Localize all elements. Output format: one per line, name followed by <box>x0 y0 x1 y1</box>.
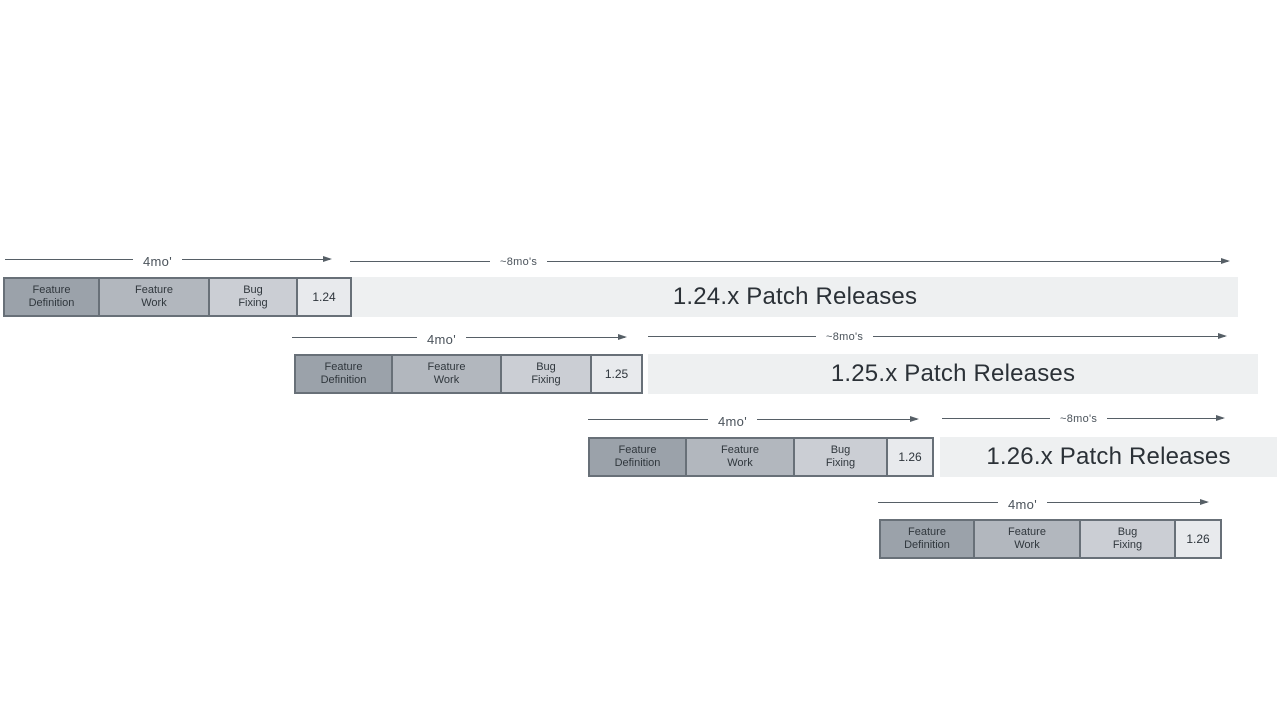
patch-releases-band-label: 1.26.x Patch Releases <box>986 443 1231 470</box>
bug-fixing-box: Bug Fixing <box>500 354 592 394</box>
version-box: 1.26 <box>886 437 934 477</box>
cycle-4mo-arrow: 4mo' <box>878 496 1210 516</box>
bug-fixing-label: Bug Fixing <box>825 444 856 469</box>
feature-work-label: Feature Work <box>427 361 466 386</box>
arrow-head <box>465 333 628 340</box>
patch-releases-band-label: 1.25.x Patch Releases <box>830 360 1076 387</box>
release-cycle-1.25: Feature Definition Feature Work Bug Fixi… <box>294 354 643 394</box>
arrow-line <box>942 418 1050 419</box>
cycle-4mo-arrow-label: 4mo' <box>1008 497 1037 512</box>
patch-8mo-arrow: ~8mo's <box>648 330 1227 350</box>
arrow-head <box>756 415 920 422</box>
arrow-head <box>1046 498 1210 505</box>
arrow-head <box>547 257 1230 264</box>
bug-fixing-label: Bug Fixing <box>238 284 268 309</box>
patch-releases-band-label: 1.24.x Patch Releases <box>672 283 918 310</box>
release-cycle-next: Feature Definition Feature Work Bug Fixi… <box>879 519 1222 559</box>
feature-work-box: Feature Work <box>973 519 1081 559</box>
feature-definition-label: Feature Definition <box>320 361 367 386</box>
version-box: 1.25 <box>590 354 643 394</box>
version-label: 1.25 <box>604 367 629 381</box>
arrow-line <box>588 419 708 420</box>
arrow-line <box>648 336 816 337</box>
feature-definition-box: Feature Definition <box>294 354 393 394</box>
bug-fixing-label: Bug Fixing <box>531 361 561 386</box>
feature-definition-label: Feature Definition <box>614 444 661 469</box>
arrow-head <box>873 332 1227 339</box>
arrow-head <box>181 255 333 262</box>
cycle-4mo-arrow-label: 4mo' <box>143 254 172 269</box>
version-box: 1.24 <box>296 277 352 317</box>
arrow-head <box>1107 414 1225 421</box>
feature-work-label: Feature Work <box>721 444 759 469</box>
feature-work-label: Feature Work <box>135 284 173 309</box>
feature-work-box: Feature Work <box>98 277 210 317</box>
patch-8mo-arrow-label: ~8mo's <box>826 331 864 343</box>
cycle-4mo-arrow: 4mo' <box>588 413 920 433</box>
arrow-line <box>292 337 417 338</box>
release-cycle-1.24: Feature Definition Feature Work Bug Fixi… <box>3 277 352 317</box>
feature-definition-box: Feature Definition <box>588 437 687 477</box>
arrow-line <box>5 259 133 260</box>
patch-8mo-arrow: ~8mo's <box>350 255 1230 275</box>
patch-8mo-arrow-label: ~8mo's <box>1060 413 1098 425</box>
feature-work-label: Feature Work <box>1008 526 1046 551</box>
arrow-line <box>350 261 490 262</box>
patch-releases-band-1.24: 1.24.x Patch Releases <box>352 277 1238 317</box>
cycle-4mo-arrow-label: 4mo' <box>718 414 747 429</box>
version-label: 1.26 <box>898 450 922 464</box>
feature-work-box: Feature Work <box>391 354 502 394</box>
feature-definition-label: Feature Definition <box>28 284 75 309</box>
feature-definition-box: Feature Definition <box>3 277 100 317</box>
patch-releases-band-1.25: 1.25.x Patch Releases <box>648 354 1258 394</box>
patch-8mo-arrow: ~8mo's <box>942 412 1225 432</box>
bug-fixing-box: Bug Fixing <box>1079 519 1176 559</box>
patch-releases-band-1.26: 1.26.x Patch Releases <box>940 437 1277 477</box>
patch-8mo-arrow-label: ~8mo's <box>500 256 538 268</box>
version-label: 1.24 <box>312 290 336 304</box>
version-box: 1.26 <box>1174 519 1222 559</box>
arrow-line <box>878 502 998 503</box>
feature-definition-label: Feature Definition <box>904 526 950 551</box>
release-cycle-1.26: Feature Definition Feature Work Bug Fixi… <box>588 437 934 477</box>
cycle-4mo-arrow-label: 4mo' <box>427 332 456 347</box>
bug-fixing-box: Bug Fixing <box>208 277 298 317</box>
cycle-4mo-arrow: 4mo' <box>292 331 628 351</box>
version-label: 1.26 <box>1186 532 1210 546</box>
feature-work-box: Feature Work <box>685 437 795 477</box>
feature-definition-box: Feature Definition <box>879 519 975 559</box>
cycle-4mo-arrow: 4mo' <box>5 253 333 273</box>
bug-fixing-label: Bug Fixing <box>1112 526 1143 551</box>
bug-fixing-box: Bug Fixing <box>793 437 888 477</box>
